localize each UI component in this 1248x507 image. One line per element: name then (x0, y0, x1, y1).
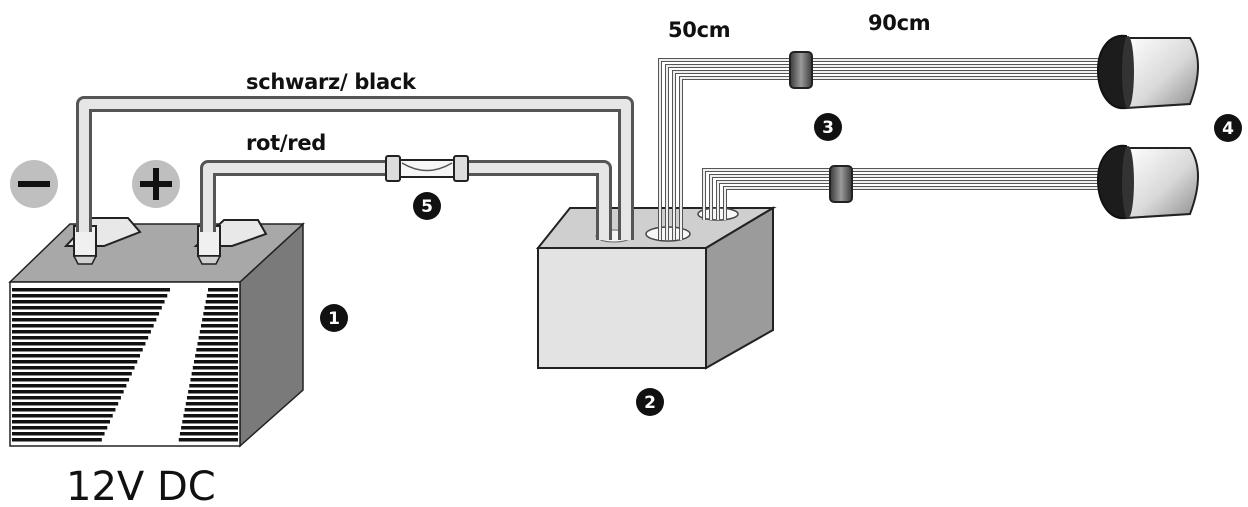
battery-stripe (200, 324, 238, 328)
battery-stripe (12, 288, 170, 292)
battery-stripe (208, 288, 238, 292)
battery-stripe (12, 426, 108, 430)
battery (8, 217, 305, 448)
battery-stripe (198, 336, 238, 340)
battery-stripe (12, 420, 110, 424)
battery-stripe (192, 366, 238, 370)
battery-stripe (204, 306, 238, 310)
battery-stripe (189, 384, 238, 388)
control-box (535, 206, 777, 370)
battery-stripe (12, 384, 127, 388)
lamp-lower (1096, 144, 1199, 220)
voltage-label: 12V DC (66, 464, 216, 507)
battery-stripe (183, 414, 238, 418)
battery-stripe (12, 318, 157, 322)
cable-connector-upper (789, 51, 813, 89)
cable-lamp-lower (702, 168, 1104, 220)
battery-stripe (181, 426, 238, 430)
length-label-long: 90cm (868, 11, 930, 35)
battery-stripe (185, 402, 238, 406)
battery-stripe (12, 408, 116, 412)
battery-stripe (191, 372, 238, 376)
marker-lamps-number: 4 (1222, 119, 1234, 139)
red-wire-label: rot/red (246, 131, 326, 155)
marker-connector: 3 (814, 113, 842, 141)
marker-connector-number: 3 (822, 118, 834, 138)
marker-fuse-number: 5 (421, 197, 433, 217)
battery-stripe (202, 318, 238, 322)
marker-lamps: 4 (1214, 114, 1242, 142)
marker-fuse: 5 (413, 192, 441, 220)
cable-lamp-upper (658, 58, 1104, 240)
marker-battery-number: 1 (328, 309, 340, 329)
fuse (385, 155, 469, 182)
battery-stripe (179, 432, 238, 436)
battery-stripe (186, 396, 238, 400)
length-label-short: 50cm (668, 18, 730, 42)
battery-stripe (12, 330, 151, 334)
battery-stripe (196, 348, 238, 352)
battery-stripe (205, 300, 238, 304)
battery-stripe (12, 402, 119, 406)
battery-stripe (12, 390, 124, 394)
battery-stripe (12, 336, 149, 340)
battery-stripe (197, 342, 238, 346)
battery-stripe (12, 438, 102, 442)
minus-icon (10, 160, 58, 208)
control-box-front-face (537, 247, 707, 369)
battery-stripe (12, 342, 146, 346)
battery-stripe (12, 432, 105, 436)
battery-stripe (206, 294, 238, 298)
lamp-upper (1096, 34, 1199, 110)
marker-control-box: 2 (636, 388, 664, 416)
battery-stripe (12, 300, 165, 304)
battery-stripe (195, 354, 238, 358)
battery-stripe (190, 378, 238, 382)
battery-stripe (12, 294, 168, 298)
battery-stripe (182, 420, 238, 424)
cable-connector-lower (829, 165, 853, 203)
battery-stripe (12, 354, 140, 358)
battery-stripe (178, 438, 238, 442)
battery-stripe (12, 324, 154, 328)
battery-stripe (12, 378, 130, 382)
battery-stripe (12, 348, 143, 352)
battery-stripe (12, 396, 121, 400)
battery-stripe (12, 360, 138, 364)
battery-stripe (184, 408, 238, 412)
battery-stripe (12, 312, 160, 316)
marker-control-box-number: 2 (644, 393, 656, 413)
plus-icon (132, 160, 180, 208)
battery-stripe (12, 306, 162, 310)
battery-stripe (188, 390, 238, 394)
black-wire-label: schwarz/ black (246, 70, 417, 94)
battery-stripe (203, 312, 238, 316)
battery-stripe (12, 366, 135, 370)
marker-battery: 1 (320, 304, 348, 332)
wire-black (76, 96, 634, 240)
battery-stripes (12, 288, 238, 442)
battery-stripe (12, 414, 113, 418)
battery-stripe (12, 372, 132, 376)
battery-stripe (193, 360, 238, 364)
positive-terminal (193, 219, 268, 265)
battery-stripe (199, 330, 238, 334)
